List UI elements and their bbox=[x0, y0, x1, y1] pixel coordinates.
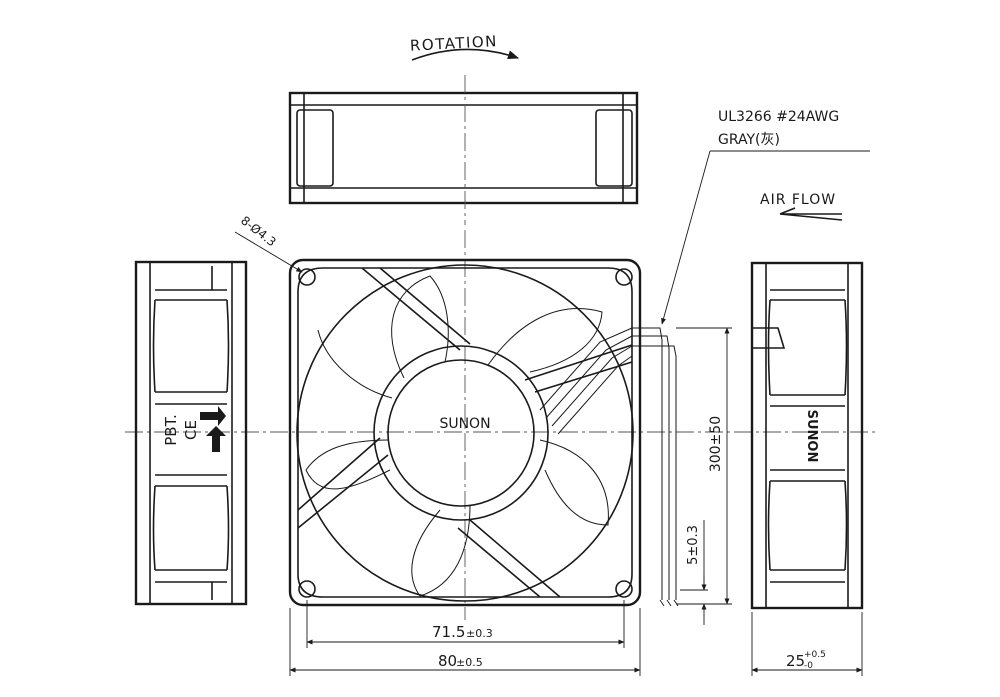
mounting-hole bbox=[298, 268, 316, 286]
depth-value: 25 bbox=[786, 652, 805, 670]
air-flow-arrow bbox=[779, 207, 843, 221]
frame-outline bbox=[288, 258, 642, 607]
air-flow-indicator: AIR FLOW bbox=[760, 192, 843, 221]
hub-outer bbox=[373, 345, 549, 521]
brand-label: SUNON bbox=[439, 416, 490, 432]
airflow-arrow-icon bbox=[200, 406, 226, 426]
right-side-view: SUNON bbox=[750, 261, 864, 610]
rotation-arrow bbox=[411, 48, 520, 61]
frame-inner-edge bbox=[297, 267, 633, 598]
strip-length-value: 5±0.3 bbox=[686, 525, 701, 565]
wire-channel bbox=[539, 327, 633, 411]
lead-wire bbox=[632, 335, 670, 600]
cable-callout: UL3266 #24AWG GRAY(灰) bbox=[661, 109, 870, 325]
air-flow-label: AIR FLOW bbox=[760, 192, 836, 208]
depth-tol-upper: +0.5 bbox=[804, 650, 826, 660]
venturi-circle bbox=[296, 264, 634, 602]
dimension-lines: 71.5 ±0.3 80 ±0.5 25 +0.5 -0 300±50 5±0.… bbox=[289, 327, 863, 676]
mounting-hole bbox=[615, 268, 633, 286]
hole-spacing-value: 71.5 bbox=[432, 623, 465, 641]
fan-blades bbox=[305, 275, 609, 597]
lead-length-value: 300±50 bbox=[708, 416, 724, 472]
top-view-frame bbox=[288, 91, 639, 205]
material-label: PBT. bbox=[162, 414, 180, 446]
frame-spokes bbox=[297, 267, 633, 598]
depth-tol-lower: -0 bbox=[804, 661, 813, 671]
left-side-view: PBT. CE bbox=[134, 260, 248, 606]
cable-spec-label: UL3266 #24AWG bbox=[718, 109, 839, 125]
mounting-hole bbox=[298, 580, 316, 598]
left-side-frame bbox=[134, 260, 248, 606]
side-brand-label: SUNON bbox=[804, 410, 819, 463]
hole-callout-leader bbox=[234, 231, 303, 273]
hub-inner bbox=[387, 359, 535, 507]
cable-color-label: GRAY(灰) bbox=[718, 132, 780, 148]
lead-wire bbox=[632, 327, 663, 600]
hole-spacing-tol: ±0.3 bbox=[466, 627, 493, 640]
rotation-arrow-icon bbox=[206, 426, 226, 452]
frame-width-tol: ±0.5 bbox=[456, 656, 483, 669]
cert-mark: CE bbox=[182, 420, 200, 440]
hole-callout-label: 8-Ø4.3 bbox=[238, 213, 279, 249]
top-view: ROTATION bbox=[288, 32, 639, 225]
mounting-hole bbox=[615, 580, 633, 598]
right-side-frame bbox=[750, 261, 864, 610]
lead-wire bbox=[632, 345, 677, 600]
rotation-label: ROTATION bbox=[410, 32, 499, 55]
front-view: SUNON 8-Ø4.3 bbox=[125, 213, 875, 620]
wire-exit-notch bbox=[752, 327, 786, 349]
frame-width-value: 80 bbox=[438, 652, 457, 670]
